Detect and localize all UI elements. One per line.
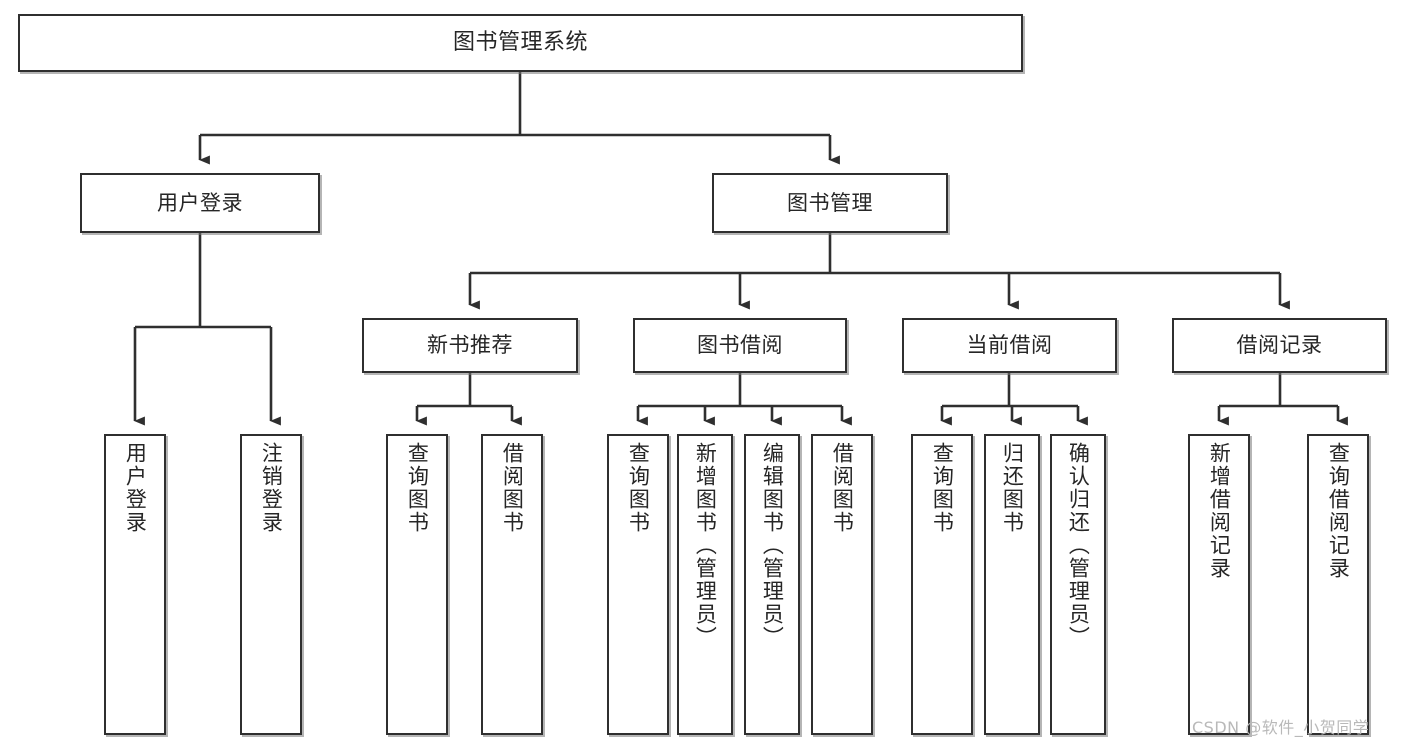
node-leaf-return-book[interactable]: 归还图书 [984, 434, 1040, 735]
node-borrow-record[interactable]: 借阅记录 [1172, 318, 1387, 373]
node-label: 图书借阅 [697, 333, 783, 358]
node-leaf-add-record[interactable]: 新增借阅记录 [1188, 434, 1250, 735]
node-label: 查询图书 [405, 442, 430, 534]
node-label: 用户登录 [123, 442, 148, 534]
node-leaf-edit-book[interactable]: 编辑图书（管理员） [744, 434, 800, 735]
node-leaf-borrow-book-2[interactable]: 借阅图书 [811, 434, 873, 735]
watermark-text: CSDN @软件_小贺同学 [1192, 718, 1370, 737]
node-label: 查询图书 [626, 442, 651, 534]
node-label: 图书管理系统 [452, 30, 588, 56]
node-user-login[interactable]: 用户登录 [80, 173, 320, 233]
node-label: 编辑图书（管理员） [760, 442, 785, 649]
node-label: 查询图书 [930, 442, 955, 534]
node-leaf-query-book-3[interactable]: 查询图书 [911, 434, 973, 735]
node-leaf-add-book[interactable]: 新增图书（管理员） [677, 434, 733, 735]
node-label: 当前借阅 [966, 333, 1053, 358]
node-label: 借阅图书 [500, 442, 525, 534]
node-book-borrow[interactable]: 图书借阅 [633, 318, 847, 373]
node-leaf-borrow-book-1[interactable]: 借阅图书 [481, 434, 543, 735]
node-label: 注销登录 [259, 442, 284, 534]
node-label: 新增图书（管理员） [693, 442, 718, 649]
node-new-book-recommend[interactable]: 新书推荐 [362, 318, 578, 373]
node-label: 图书管理 [787, 190, 873, 215]
node-label: 借阅图书 [830, 442, 855, 534]
node-leaf-query-book-2[interactable]: 查询图书 [607, 434, 669, 735]
node-label: 查询借阅记录 [1326, 442, 1351, 580]
node-label: 确认归还（管理员） [1066, 442, 1091, 649]
node-leaf-query-record[interactable]: 查询借阅记录 [1307, 434, 1369, 735]
node-book-management[interactable]: 图书管理 [712, 173, 948, 233]
node-root-system[interactable]: 图书管理系统 [18, 14, 1023, 72]
node-label: 新增借阅记录 [1207, 442, 1232, 580]
node-leaf-query-book-1[interactable]: 查询图书 [386, 434, 448, 735]
node-label: 归还图书 [1000, 442, 1025, 534]
node-label: 新书推荐 [427, 333, 513, 358]
node-label: 用户登录 [157, 190, 243, 215]
node-leaf-confirm-return[interactable]: 确认归还（管理员） [1050, 434, 1106, 735]
node-leaf-user-login[interactable]: 用户登录 [104, 434, 166, 735]
node-leaf-logout[interactable]: 注销登录 [240, 434, 302, 735]
node-label: 借阅记录 [1236, 333, 1323, 358]
node-current-borrow[interactable]: 当前借阅 [902, 318, 1117, 373]
